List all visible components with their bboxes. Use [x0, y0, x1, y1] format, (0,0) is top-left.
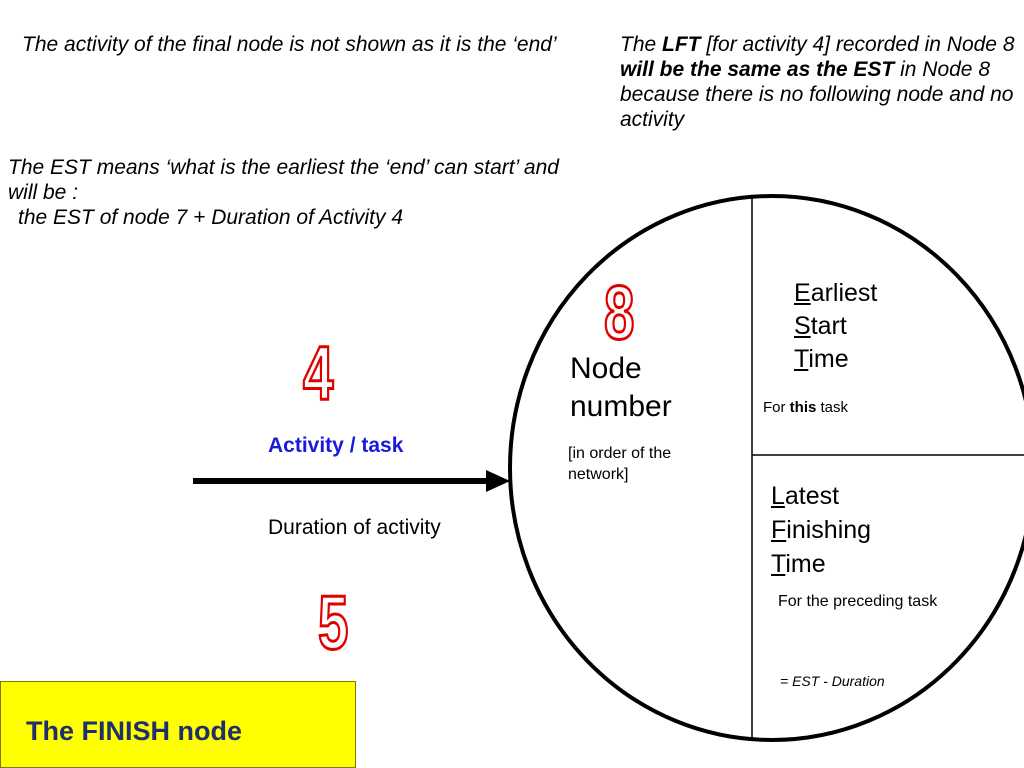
est-sub-note: For this task: [763, 399, 848, 416]
lft-formula: = EST - Duration: [780, 673, 885, 689]
est-initial-s: S: [794, 312, 811, 340]
node-circle: [508, 194, 1024, 742]
note-lft-text-1: The: [620, 33, 663, 56]
finish-node-title: The FINISH node: [26, 716, 242, 746]
node-number-label: Node number: [570, 352, 672, 423]
lft-initial-f: F: [771, 516, 787, 544]
est-sub-bold: this: [789, 399, 817, 416]
note-lft-text-3: in Node 8 because there is no following …: [620, 58, 1014, 131]
activity-arrow-head: [486, 470, 510, 492]
note-lft-text-2: [for activity 4] recorded in Node 8: [700, 33, 1015, 56]
est-rest-2: tart: [810, 312, 847, 340]
lft-initial-l: L: [771, 482, 785, 510]
note-lft: The LFT [for activity 4] recorded in Nod…: [620, 32, 1020, 132]
est-initial-t: T: [794, 345, 809, 373]
duration-label: Duration of activity: [268, 516, 441, 539]
lft-rest-3: ime: [785, 550, 826, 578]
est-rest-3: ime: [808, 345, 849, 373]
est-sub-2: task: [816, 399, 849, 416]
node-order-note: [in order of the network]: [568, 445, 672, 483]
est-sub-1: For: [763, 399, 790, 416]
note-lft-abbrev: LFT: [662, 33, 701, 56]
note-final-node: The activity of the final node is not sh…: [22, 33, 557, 56]
note-est-line2: the EST of node 7 + Duration of Activity…: [18, 206, 404, 229]
lft-rest-2: inishing: [786, 516, 872, 544]
lft-label: Latest Finishing Time: [771, 479, 871, 581]
est-rest-1: arliest: [810, 279, 878, 307]
note-lft-bold: will be the same as the EST: [620, 58, 895, 81]
lft-initial-t: T: [771, 550, 786, 578]
lft-rest-1: atest: [784, 482, 840, 510]
activity-number: 4: [302, 331, 335, 416]
est-initial-e: E: [794, 279, 811, 307]
lft-sub-note: For the preceding task: [778, 593, 938, 610]
node-number: 8: [603, 271, 636, 356]
activity-label: Activity / task: [268, 434, 404, 457]
est-label: Earliest Start Time: [794, 277, 877, 376]
note-est: The EST means ‘what is the earliest the …: [8, 155, 568, 230]
note-est-line1: The EST means ‘what is the earliest the …: [8, 156, 559, 204]
duration-number: 5: [317, 581, 350, 666]
